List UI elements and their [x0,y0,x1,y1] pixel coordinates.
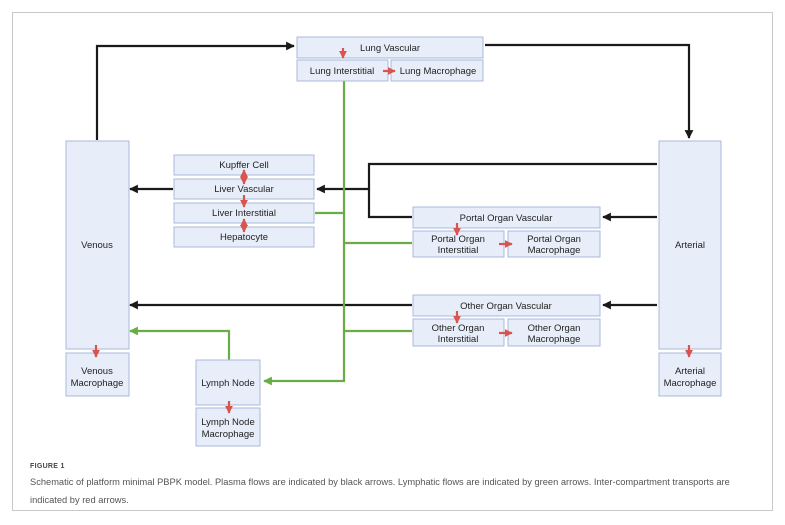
lymph-node-macrophage-label-2: Macrophage [202,429,255,440]
venous-macrophage-label-2: Macrophage [71,378,124,389]
flow-portal-to-liver [367,189,412,219]
arterial-macrophage-label-2: Macrophage [664,378,717,389]
lymph-node-macrophage-label-1: Lymph Node [201,417,255,428]
other-vascular-box [412,294,601,317]
hepatocyte-label: Hepatocyte [220,232,268,243]
other-interstitial-label-1: Other Organ [432,323,485,334]
venous-macrophage-label-1: Venous [81,366,113,377]
figure-caption: FIGURE 1 Schematic of platform minimal P… [30,463,750,508]
arterial-macrophage-box [658,352,722,397]
venous-box [65,140,130,350]
arterial-label: Arterial [675,240,705,251]
lymph-node-to-venous [129,326,231,360]
portal-interstitial-label-1: Portal Organ [431,234,485,245]
lymph-node-macrophage-box [195,407,261,447]
flow-arterial-to-liver [316,162,657,194]
lung-interstitial-label: Lung Interstitial [310,66,374,77]
venous-macrophage-box [65,352,130,397]
portal-vascular-box [412,206,601,229]
portal-macrophage-label-2: Macrophage [528,245,581,256]
liver-vascular-label: Liver Vascular [214,184,274,195]
other-macrophage-label-2: Macrophage [528,334,581,345]
portal-vascular-label: Portal Organ Vascular [460,213,553,224]
arterial-macrophage-label-1: Arterial [675,366,705,377]
figure-frame [12,12,773,511]
figure-caption-text: Schematic of platform minimal PBPK model… [30,477,730,505]
arterial-box [658,140,722,350]
portal-macrophage-label-1: Portal Organ [527,234,581,245]
other-macrophage-box [507,318,601,347]
figure-label: FIGURE 1 [30,463,65,470]
lymph-trunk [263,81,346,386]
other-macrophage-label-1: Other Organ [528,323,581,334]
other-vascular-label: Other Organ Vascular [460,301,552,312]
portal-macrophage-box [507,230,601,258]
portal-interstitial-label-2: Interstitial [438,245,479,256]
other-interstitial-label-2: Interstitial [438,334,479,345]
liver-interstitial-label: Liver Interstitial [212,208,276,219]
kupffer-cell-label: Kupffer Cell [219,160,268,171]
lung-vascular-label: Lung Vascular [360,43,420,54]
lung-macrophage-label: Lung Macrophage [400,66,477,77]
venous-label: Venous [81,240,113,251]
flow-venous-to-lung [95,41,295,140]
flow-lung-to-arterial [485,43,694,139]
lymph-node-box [195,359,261,406]
lymph-node-label: Lymph Node [201,378,255,389]
